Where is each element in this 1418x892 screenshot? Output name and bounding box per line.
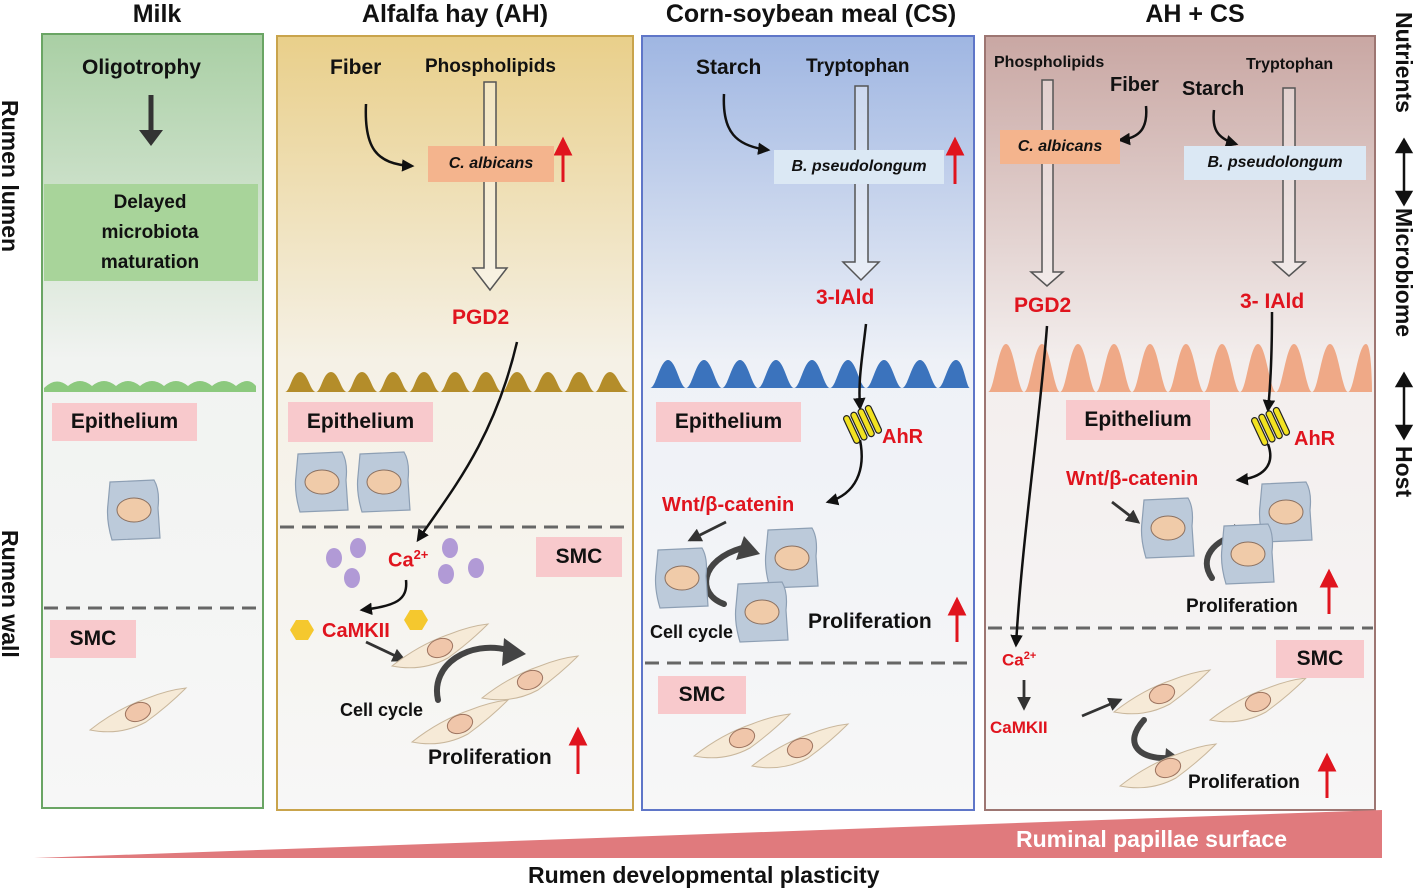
cs-proliferation: Proliferation bbox=[808, 610, 932, 633]
ahcs-tryptophan: Tryptophan bbox=[1246, 56, 1334, 73]
milk-oligotrophy: Oligotrophy bbox=[82, 56, 201, 79]
ah-calcium: Ca2+ bbox=[388, 547, 429, 572]
ahcs-phospholipids: Phospholipids bbox=[994, 54, 1105, 71]
side-label-rumen-wall: Rumen wall bbox=[0, 530, 23, 658]
ah-papillae bbox=[285, 372, 630, 392]
ah-epithelium-label: Epithelium bbox=[288, 402, 433, 442]
side-label-host: Host bbox=[1391, 446, 1417, 498]
ah-proliferation: Proliferation bbox=[428, 746, 552, 769]
panel-title-cs: Corn-soybean meal (CS) bbox=[665, 0, 957, 28]
panel-title-milk: Milk bbox=[132, 0, 182, 28]
cs-3-iald: 3-IAld bbox=[816, 286, 875, 309]
panel-title-ahcs: AH + CS bbox=[1145, 0, 1245, 28]
ah-cell-cycle: Cell cycle bbox=[340, 700, 424, 720]
cs-starch: Starch bbox=[696, 56, 762, 79]
ah-phospholipids: Phospholipids bbox=[425, 56, 556, 77]
ahcs-calcium: Ca2+ bbox=[1002, 650, 1037, 670]
ahcs-starch: Starch bbox=[1182, 78, 1245, 100]
side-label-rumen-lumen: Rumen lumen bbox=[0, 100, 23, 253]
ahcs-3-iald: 3- IAld bbox=[1240, 290, 1305, 313]
side-label-nutrients: Nutrients bbox=[1391, 12, 1417, 113]
ahcs-epithelium-label: Epithelium bbox=[1066, 400, 1210, 440]
ah-phospholipid-arrow bbox=[471, 81, 509, 292]
ah-pgd2: PGD2 bbox=[452, 306, 510, 329]
papillae-wedge-label: Ruminal papillae surface bbox=[1016, 826, 1287, 852]
ah-fiber: Fiber bbox=[330, 56, 382, 79]
cs-wnt-beta-catenin: Wnt/β-catenin bbox=[662, 494, 795, 516]
cs-papillae bbox=[650, 360, 970, 388]
ahcs-smc-label: SMC bbox=[1276, 640, 1364, 678]
ahcs-proliferation-top: Proliferation bbox=[1186, 596, 1298, 617]
ahcs-wnt-beta-catenin: Wnt/β-catenin bbox=[1066, 468, 1199, 490]
cs-cell-cycle: Cell cycle bbox=[650, 622, 734, 642]
bottom-caption: Rumen developmental plasticity bbox=[528, 862, 880, 888]
side-label-microbiome: Microbiome bbox=[1391, 208, 1417, 338]
ahcs-proliferation-bottom: Proliferation bbox=[1188, 772, 1300, 793]
ah-camkii: CaMKII bbox=[322, 620, 390, 642]
papillae-wedge bbox=[34, 810, 1382, 858]
cs-microbe-b-pseudolongum: B. pseudolongum bbox=[774, 150, 944, 184]
panel-title-ah: Alfalfa hay (AH) bbox=[361, 0, 549, 28]
ahcs-tryptophan-arrow bbox=[1271, 87, 1307, 277]
ahcs-microbe-c-albicans: C. albicans bbox=[1000, 130, 1120, 164]
cs-ahr: AhR bbox=[882, 426, 924, 448]
milk-delayed-maturation: Delayed microbiota maturation bbox=[100, 192, 200, 273]
ah-microbe-c-albicans: C. albicans bbox=[428, 146, 554, 182]
cs-smc-label: SMC bbox=[658, 676, 746, 714]
ahcs-ahr: AhR bbox=[1294, 428, 1336, 450]
ahcs-phospholipid-arrow bbox=[1029, 79, 1065, 287]
ahcs-papillae bbox=[988, 344, 1372, 392]
milk-papillae bbox=[44, 381, 256, 392]
ah-smc-label: SMC bbox=[536, 537, 622, 577]
ahcs-camkii: CaMKII bbox=[990, 718, 1048, 737]
milk-smc-label: SMC bbox=[50, 620, 136, 658]
ahcs-pgd2: PGD2 bbox=[1014, 294, 1072, 317]
delayed-box bbox=[44, 184, 258, 281]
cs-tryptophan: Tryptophan bbox=[806, 56, 910, 77]
ahcs-fiber: Fiber bbox=[1110, 74, 1159, 96]
milk-epithelium-label: Epithelium bbox=[52, 403, 197, 441]
cs-epithelium-label: Epithelium bbox=[656, 402, 801, 442]
ahcs-microbe-b-pseudolongum: B. pseudolongum bbox=[1184, 146, 1366, 180]
